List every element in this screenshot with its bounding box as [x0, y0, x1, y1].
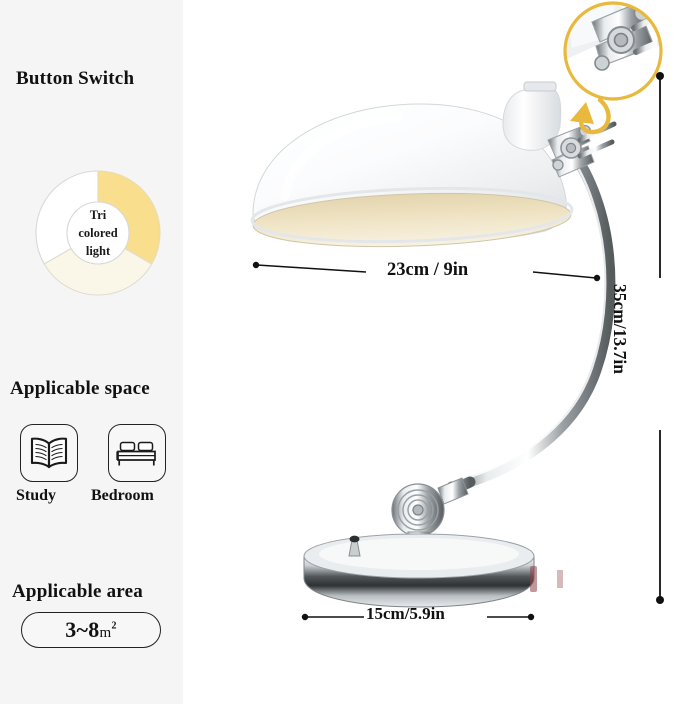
ring-chart-svg: [35, 170, 161, 296]
tri-colored-light-ring: Tri colored light: [33, 168, 163, 298]
bed-icon: [116, 441, 156, 466]
study-label: Study: [16, 487, 57, 504]
open-book-icon: [30, 437, 68, 469]
applicable-space-heading: Applicable space: [10, 378, 150, 399]
total-height-dimension-label: 35cm/13.7in: [610, 284, 630, 374]
base-width-dimension-label: 15cm/5.9in: [366, 604, 445, 623]
study-icon-box: [20, 424, 78, 482]
applicable-area-value-wrap: 3~8m2: [65, 617, 117, 643]
applicable-area-value: 3~8: [65, 617, 100, 642]
product-photo-stage: [183, 0, 679, 704]
button-switch-heading: Button Switch: [16, 68, 135, 89]
applicable-area-unit: m: [99, 625, 112, 641]
bedroom-label: Bedroom: [91, 487, 154, 504]
ring-inner-hole: [66, 201, 130, 265]
applicable-area-badge: 3~8m2: [21, 612, 161, 648]
applicable-space-icons: Study Bedroom: [16, 424, 176, 524]
applicable-area-superscript: 2: [111, 620, 117, 632]
applicable-area-heading: Applicable area: [12, 581, 143, 602]
info-side-panel: [0, 0, 183, 704]
bedroom-icon-box: [108, 424, 166, 482]
shade-width-dimension-label: 23cm / 9in: [387, 260, 469, 280]
